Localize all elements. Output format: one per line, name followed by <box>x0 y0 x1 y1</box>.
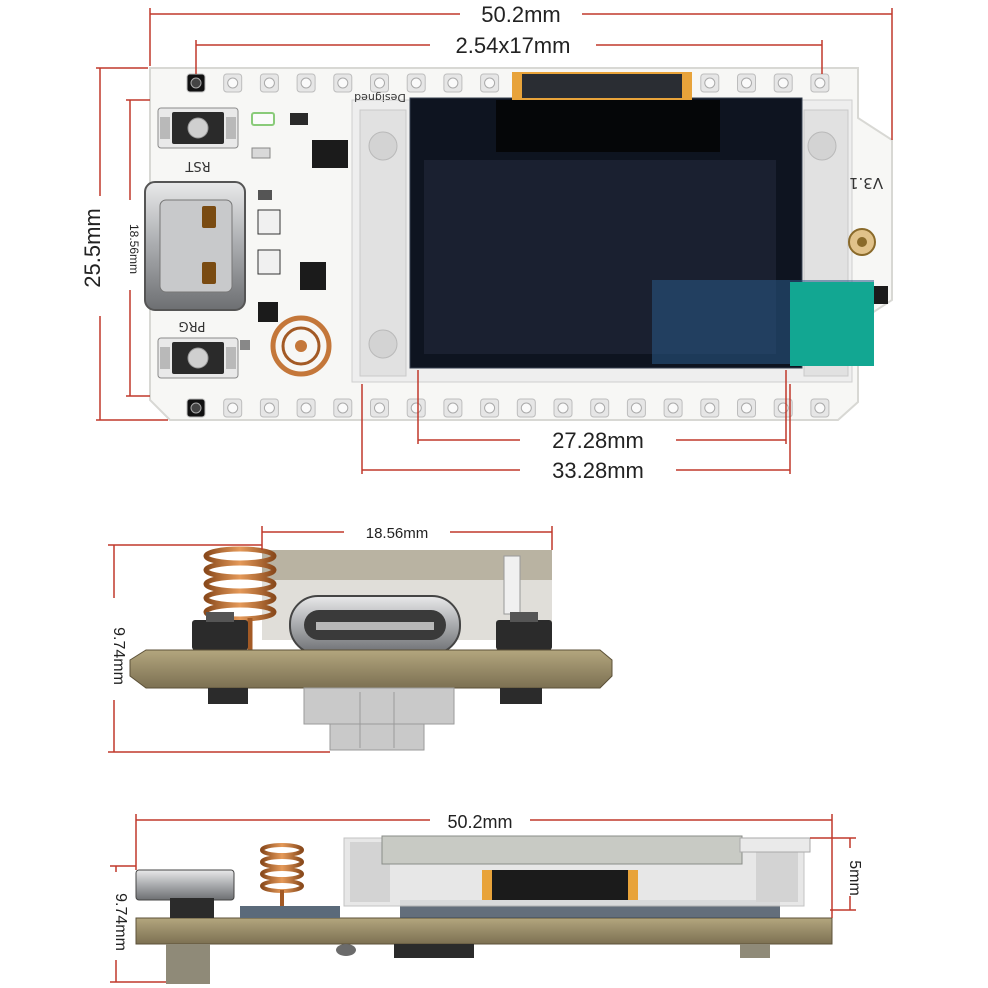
pin-pad-top-hole <box>484 77 496 89</box>
smd-components <box>240 140 348 350</box>
pin-pad-bottom-hole <box>814 402 826 414</box>
label-front-height: 9.74mm <box>110 627 127 685</box>
pin-pad-bottom-hole <box>630 402 642 414</box>
label-module-width: 33.28mm <box>552 458 644 483</box>
top-view: RST PRG <box>144 67 893 421</box>
front-button-right <box>496 620 552 650</box>
label-overall-length: 50.2mm <box>481 2 560 27</box>
pin-pad-top-hole <box>704 77 716 89</box>
prg-button <box>157 337 239 379</box>
label-inner-width: 18.56mm <box>127 224 141 274</box>
pin-pad-bottom-hole <box>484 402 496 414</box>
label-front-width: 18.56mm <box>366 525 429 542</box>
pin-pad-bottom-hole <box>447 402 459 414</box>
side-view-dimension-labels: 50.2mm 9.74mm 5mm <box>112 812 863 951</box>
pin-pad-bottom-hole <box>520 402 532 414</box>
pin-pad-top-hole <box>263 77 275 89</box>
top-view-dimension-labels: 50.2mm 2.54x17mm 25.5mm 18.56mm 27.28mm … <box>80 2 644 483</box>
label-board-width: 25.5mm <box>80 208 105 287</box>
bottom-pin-header <box>186 398 830 418</box>
pin-pad-top-hole <box>300 77 312 89</box>
pin-pad-top-hole <box>777 77 789 89</box>
pin-pad-top-hole <box>374 77 385 89</box>
pin-pad-bottom-hole <box>410 402 422 414</box>
usb-c-front <box>289 595 461 655</box>
label-pin-span: 2.54x17mm <box>456 33 571 58</box>
side-view <box>135 835 833 984</box>
silk-rst: RST <box>185 158 210 173</box>
silk-design: Designed <box>354 91 406 104</box>
pin-pad-bottom-hole <box>741 402 752 414</box>
pin-pad-bottom-hole <box>337 402 349 414</box>
pin-pad-top-hole <box>227 77 239 89</box>
label-screen-height: 5mm <box>846 860 863 896</box>
spring-antenna-top <box>270 315 332 377</box>
silk-prg: PRG <box>179 318 206 333</box>
pin-pad-bottom-hole <box>190 402 202 414</box>
ipex-connector <box>848 228 876 256</box>
pin-pad-bottom-hole <box>263 402 275 414</box>
label-side-length: 50.2mm <box>447 812 512 832</box>
pin-pad-top-hole <box>190 77 202 89</box>
side-view-dimensions <box>110 814 856 983</box>
label-screen-width: 27.28mm <box>552 428 644 453</box>
pin-pad-bottom-hole <box>667 402 679 414</box>
pin-pad-top-hole <box>814 77 826 89</box>
led-small <box>251 147 271 159</box>
front-view-dimensions <box>108 526 553 753</box>
usb-c-connector <box>144 181 246 311</box>
pin-pad-top-hole <box>447 77 459 89</box>
front-view-dimension-labels: 18.56mm 9.74mm <box>110 525 428 685</box>
spring-antenna-side <box>260 843 304 918</box>
label-side-height: 9.74mm <box>112 893 129 951</box>
front-pcb-edge <box>129 649 613 689</box>
spring-antenna-front <box>203 546 277 650</box>
pin-pad-bottom-hole <box>227 402 239 414</box>
pin-pad-bottom-hole <box>704 402 716 414</box>
side-usb <box>135 869 235 901</box>
led-white <box>251 112 275 126</box>
silk-version: V3.1 <box>849 174 883 192</box>
pin-pad-bottom-hole <box>594 402 606 414</box>
oled-module <box>351 72 874 383</box>
green-tab <box>790 282 874 366</box>
pin-pad-top-hole <box>741 77 752 89</box>
top-view-dimensions <box>96 8 893 474</box>
front-button-left <box>192 620 248 650</box>
pin-pad-bottom-hole <box>300 402 312 414</box>
front-view <box>129 546 613 751</box>
side-pcb-edge <box>135 917 833 945</box>
pin-pad-bottom-hole <box>374 402 385 414</box>
front-bottom-connector <box>303 687 455 725</box>
side-oled-glass <box>381 835 743 865</box>
pin-pad-top-hole <box>410 77 422 89</box>
pin-pad-bottom-hole <box>557 402 569 414</box>
pin-pad-top-hole <box>337 77 349 89</box>
rst-button <box>157 107 239 149</box>
